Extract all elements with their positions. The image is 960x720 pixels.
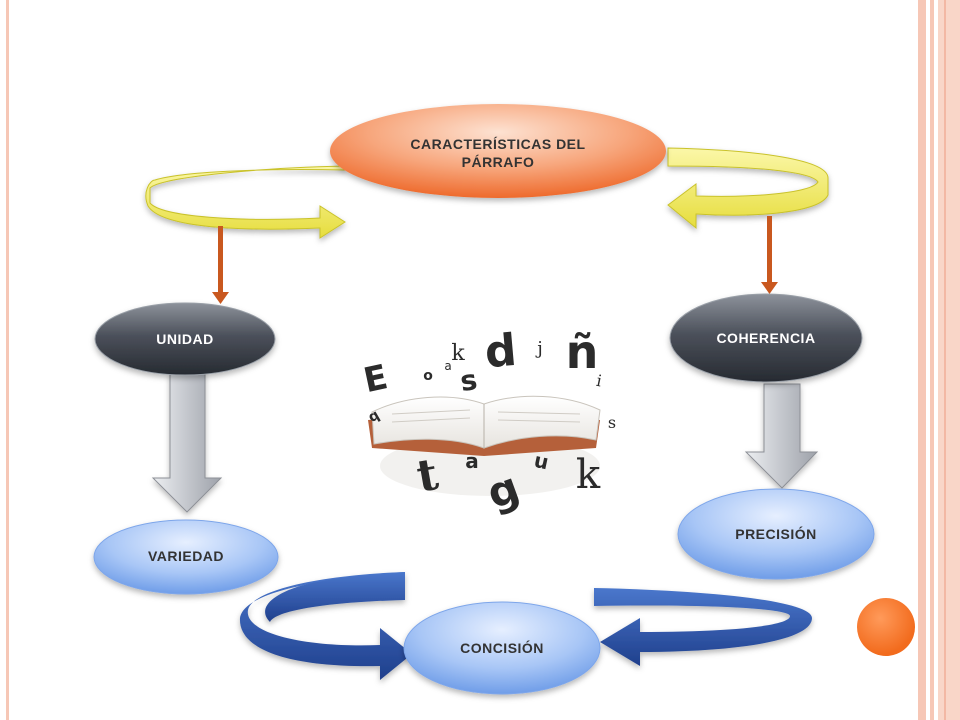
node-variedad-label: VARIEDAD xyxy=(148,548,224,564)
node-variedad xyxy=(93,519,279,595)
book-letter: a xyxy=(444,359,451,373)
node-title-line1: CARACTERÍSTICAS DEL xyxy=(410,136,585,152)
node-concision-label: CONCISIÓN xyxy=(460,639,544,656)
book-letter: k xyxy=(576,452,601,498)
yellow-curved-arrow-right xyxy=(667,147,829,230)
yellow-curved-arrow-left xyxy=(145,165,346,239)
book-letter: o xyxy=(423,368,433,384)
book-letter: a xyxy=(465,449,479,473)
node-coherencia-label: COHERENCIA xyxy=(716,330,815,346)
book-letters-illustration xyxy=(368,395,601,496)
down-arrow-to-unidad xyxy=(212,226,229,304)
slide-frame-right-band xyxy=(938,0,960,720)
book-letter: ñ xyxy=(566,325,599,379)
book-letter: d xyxy=(483,325,519,379)
down-arrow-to-coherencia xyxy=(761,216,778,294)
node-unidad-label: UNIDAD xyxy=(156,331,213,347)
grey-arrow-coherencia-to-precision xyxy=(744,383,819,489)
book-letter: k xyxy=(451,341,465,366)
book-letter: s xyxy=(458,363,479,398)
node-concision xyxy=(403,601,601,695)
book-letter: u xyxy=(532,448,551,474)
blue-curved-arrow-right xyxy=(594,588,812,666)
node-precision xyxy=(677,488,875,580)
slide-frame-right-band xyxy=(944,0,946,720)
node-coherencia xyxy=(669,293,863,383)
book-letter: i xyxy=(595,371,604,391)
book-letter: j xyxy=(535,338,543,359)
slide-frame-right-band xyxy=(918,0,926,720)
blue-curved-arrow-left xyxy=(239,572,412,680)
grey-arrow-unidad-to-variedad xyxy=(151,371,223,513)
node-title-line2: PÁRRAFO xyxy=(462,154,535,170)
node-precision-label: PRECISIÓN xyxy=(735,525,817,542)
book-letter: E xyxy=(360,357,391,401)
book-letter: s xyxy=(608,413,616,432)
slide-frame-left-line xyxy=(6,0,9,720)
node-unidad xyxy=(94,302,276,376)
node-caracteristicas-del-parrafo xyxy=(330,104,666,198)
decorative-orange-circle xyxy=(857,598,915,656)
slide-frame-right-band xyxy=(930,0,934,720)
